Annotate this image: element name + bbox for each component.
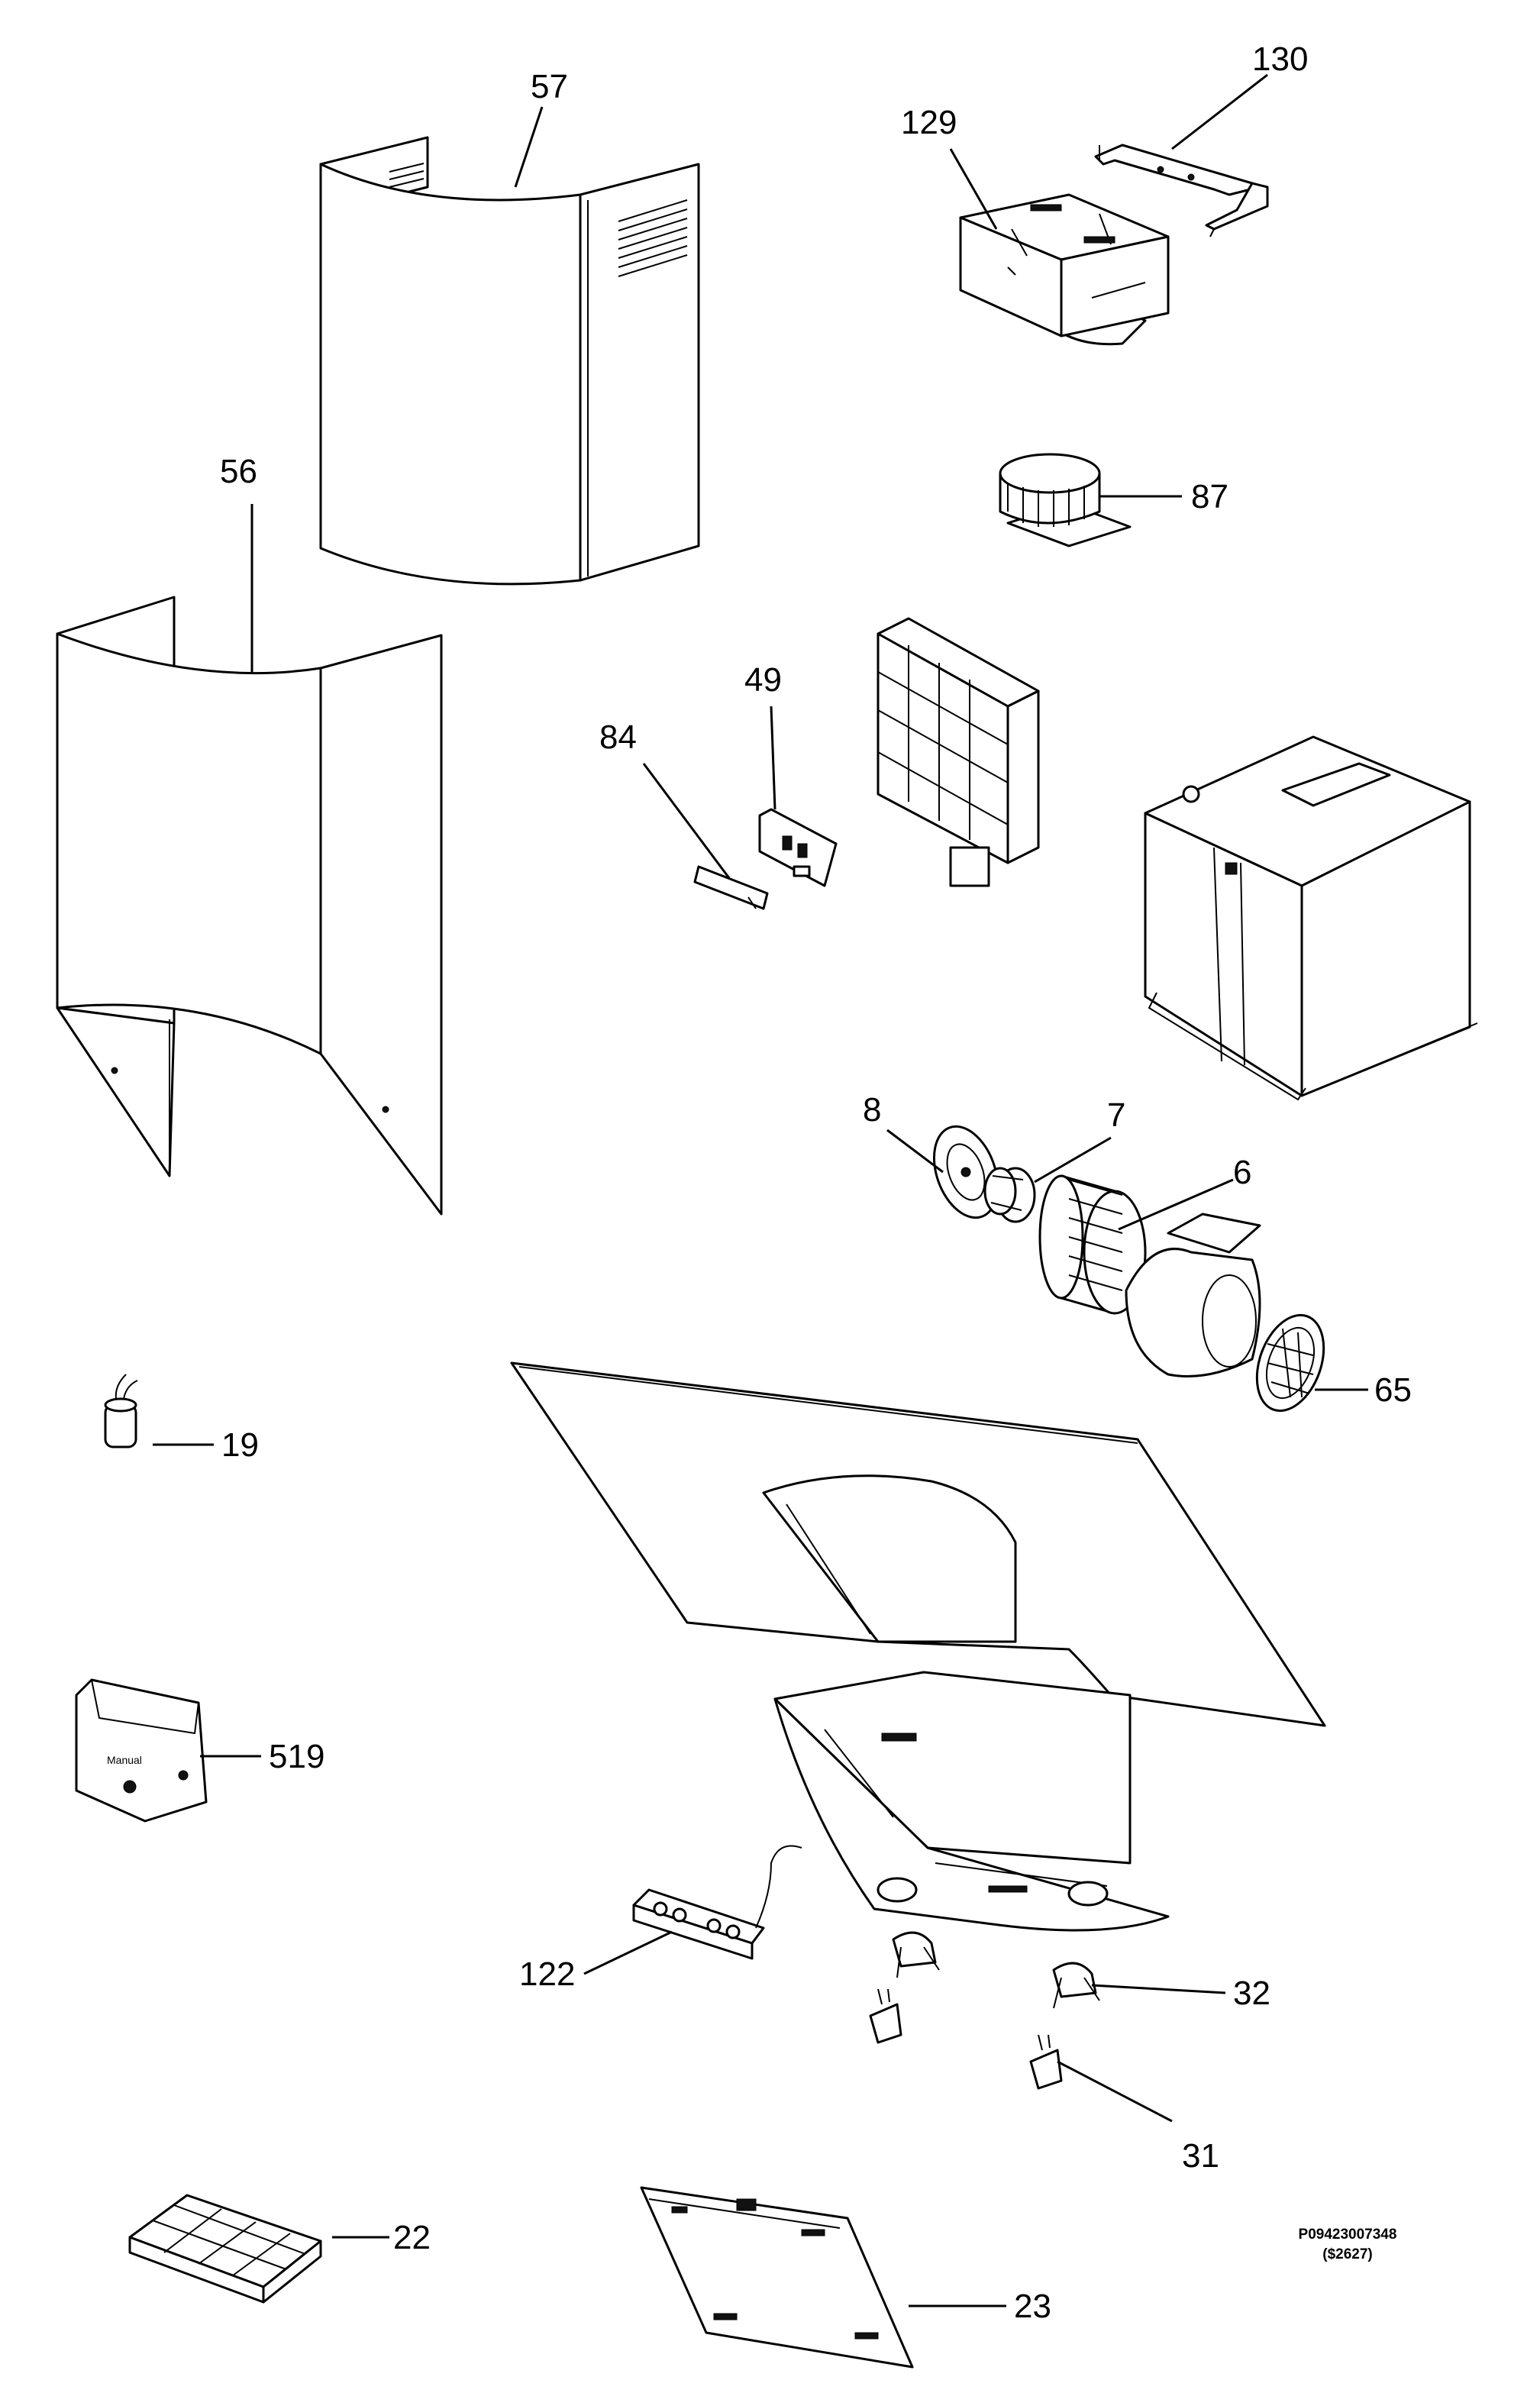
part-56-lower-chimney: [56, 596, 443, 1216]
part-8-motor-plate: [932, 1125, 999, 1219]
fan-volute: [1125, 1213, 1261, 1377]
part-519-bag: Manual: [75, 1678, 208, 1823]
label-22: 22: [393, 2219, 431, 2256]
part-31-lamps: [869, 1988, 1063, 2090]
vent-slots-57: [389, 163, 688, 277]
panel-subcode: ($2627): [1322, 2246, 1373, 2262]
label-56: 56: [220, 453, 257, 490]
label-19: 19: [221, 1426, 259, 1464]
part-22-carbon-filter: [128, 2194, 322, 2304]
panel-code: P09423007348: [1299, 2227, 1397, 2243]
part-19-capacitor: [104, 1374, 138, 1448]
label-129: 129: [901, 104, 957, 141]
label-6: 6: [1233, 1154, 1251, 1191]
part-labels: 57 130 129 56 87 49 84 8 7 6 65 19 519 1…: [220, 40, 1412, 2325]
reference-code: P09423007348 ($2627): [1299, 2227, 1397, 2262]
part-84-cover: [693, 865, 769, 910]
label-23: 23: [1014, 2288, 1051, 2325]
part-57-upper-chimney: [319, 136, 700, 586]
motor-housing: [1144, 735, 1478, 1101]
label-519: 519: [269, 1738, 324, 1775]
bag-label: Manual: [107, 1754, 142, 1766]
label-65: 65: [1374, 1371, 1412, 1409]
part-87-flange: [999, 453, 1132, 547]
part-32-lamp-holders: [892, 1931, 1100, 2009]
grease-filter-cassette: [877, 617, 1040, 887]
label-84: 84: [599, 719, 637, 756]
label-7: 7: [1107, 1096, 1125, 1134]
label-87: 87: [1191, 478, 1228, 515]
hood-body: [773, 1671, 1170, 1932]
part-129-deflector: [959, 193, 1170, 346]
part-7-motor: [983, 1167, 1036, 1223]
label-32: 32: [1233, 1975, 1270, 2012]
label-31: 31: [1182, 2137, 1219, 2175]
label-130: 130: [1252, 40, 1308, 78]
part-65-guard: [1255, 1313, 1325, 1413]
label-122: 122: [519, 1955, 575, 1993]
label-8: 8: [863, 1091, 881, 1129]
part-23-filter-plate: [640, 2186, 914, 2369]
label-57: 57: [531, 68, 568, 105]
glass-canopy: [510, 1361, 1326, 1727]
part-49-pcb: [758, 808, 838, 887]
leader-lines: [153, 73, 1368, 2307]
part-122-control-panel: [632, 1845, 802, 1960]
label-49: 49: [744, 661, 782, 699]
part-130-bracket: [1094, 144, 1269, 237]
